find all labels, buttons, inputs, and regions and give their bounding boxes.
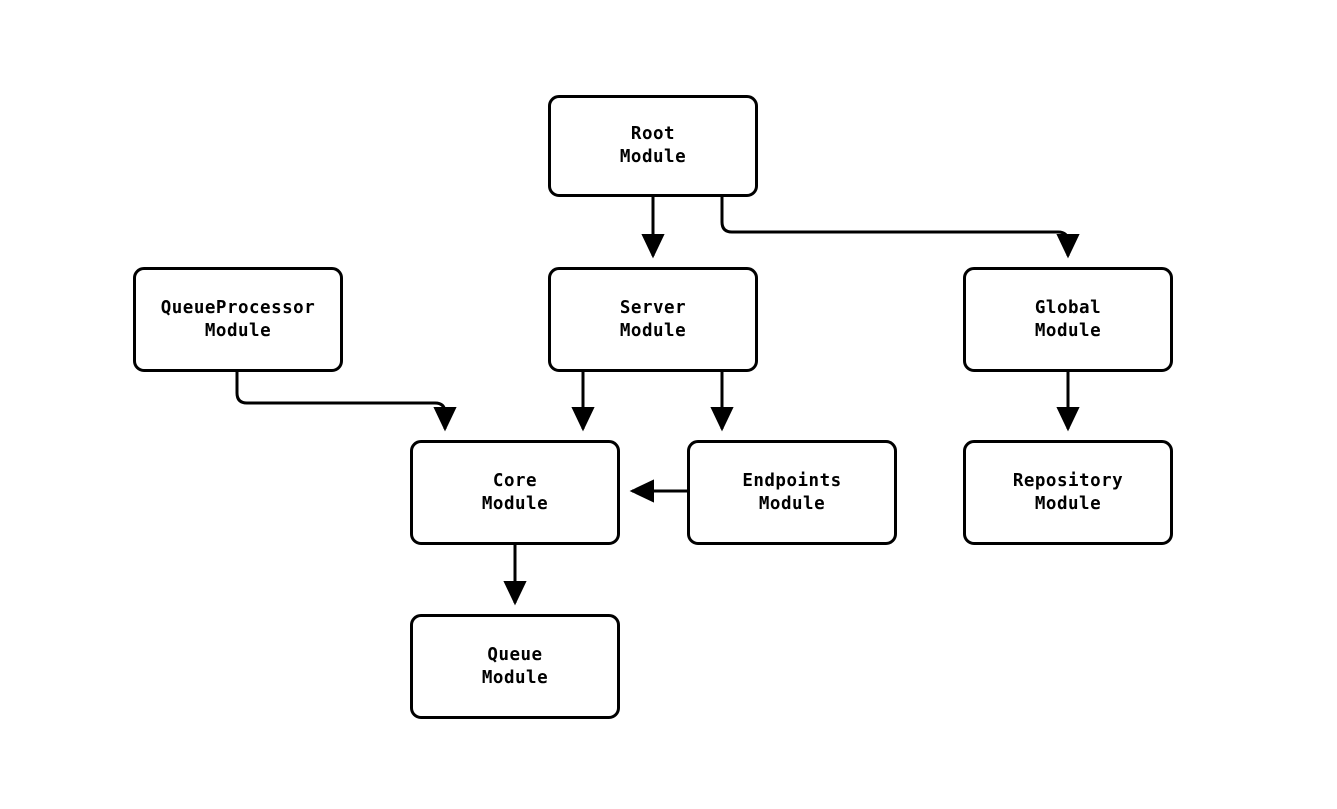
node-server-module-subtitle: Module bbox=[619, 320, 687, 341]
node-queue-module-title: Queue bbox=[487, 644, 543, 665]
node-endpoints-module-title: Endpoints bbox=[742, 470, 842, 491]
node-queue-module-subtitle: Module bbox=[481, 667, 549, 688]
node-endpoints-module-subtitle: Module bbox=[758, 493, 826, 514]
node-root-module[interactable]: Root Module bbox=[548, 95, 758, 197]
node-server-module-title: Server bbox=[619, 297, 687, 318]
node-queueprocessor-module-subtitle: Module bbox=[204, 320, 272, 341]
node-repository-module-title: Repository bbox=[1012, 470, 1124, 491]
node-global-module-title: Global bbox=[1034, 297, 1102, 318]
node-queueprocessor-module[interactable]: QueueProcessor Module bbox=[133, 267, 343, 372]
node-endpoints-module[interactable]: Endpoints Module bbox=[687, 440, 897, 545]
node-queue-module[interactable]: Queue Module bbox=[410, 614, 620, 719]
node-global-module[interactable]: Global Module bbox=[963, 267, 1173, 372]
node-root-module-subtitle: Module bbox=[619, 147, 687, 167]
node-global-module-subtitle: Module bbox=[1034, 320, 1102, 341]
node-root-module-title: Root bbox=[630, 124, 676, 144]
node-server-module[interactable]: Server Module bbox=[548, 267, 758, 372]
node-core-module-title: Core bbox=[492, 470, 538, 491]
node-core-module[interactable]: Core Module bbox=[410, 440, 620, 545]
node-repository-module[interactable]: Repository Module bbox=[963, 440, 1173, 545]
edge-queueprocessor-to-core bbox=[235, 372, 457, 432]
node-core-module-subtitle: Module bbox=[481, 493, 549, 514]
node-queueprocessor-module-title: QueueProcessor bbox=[160, 297, 316, 318]
edge-root-to-global bbox=[720, 197, 1080, 259]
node-repository-module-subtitle: Module bbox=[1034, 493, 1102, 514]
